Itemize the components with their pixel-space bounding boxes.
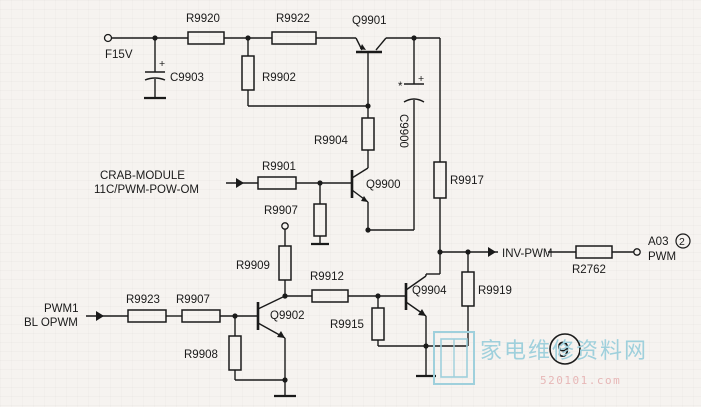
svg-text:+: + — [159, 58, 165, 70]
label-q9902: Q9902 — [270, 310, 305, 322]
watermark-logo-icon — [433, 331, 475, 385]
junction-dot — [282, 377, 288, 383]
label-q9904: Q9904 — [412, 285, 447, 297]
capacitor-c9903: + — [144, 38, 166, 100]
junction-dot — [423, 343, 429, 349]
label-bl-opwm: BL OPWM — [24, 317, 78, 329]
label-r9922: R9922 — [276, 13, 310, 25]
label-r9923: R9923 — [126, 294, 160, 306]
junction-dot — [411, 35, 417, 41]
label-a03: A03 — [648, 236, 668, 248]
resistor-r9904 — [361, 117, 375, 168]
resistor-r9907-vertical — [311, 183, 329, 246]
pwm1-input-wire — [86, 311, 258, 321]
label-r9907: R9907 — [176, 294, 210, 306]
f15v-terminal — [103, 33, 113, 43]
label-r9908: R9908 — [184, 349, 218, 361]
label-r9917: R9917 — [450, 175, 484, 187]
svg-text:+: + — [418, 73, 424, 85]
resistor-r9923 — [127, 309, 167, 323]
top-rail-wires — [112, 37, 441, 274]
label-c9903: C9903 — [170, 72, 204, 84]
label-star: * — [398, 81, 403, 93]
crab-input-wire — [226, 178, 352, 188]
figure-number: 9 — [557, 337, 569, 362]
label-r9909: R9909 — [236, 260, 270, 272]
label-r9904: R9904 — [314, 135, 348, 147]
label-q9900: Q9900 — [366, 179, 401, 191]
transistor-q9900 — [350, 167, 414, 231]
label-pwm: PWM — [648, 251, 676, 263]
label-r9915: R9915 — [330, 319, 364, 331]
resistor-r9915 — [371, 296, 426, 347]
label-c9900: C9900 — [397, 114, 409, 148]
resistor-r9907-horizontal — [181, 309, 221, 323]
label-r9912: R9912 — [310, 271, 344, 283]
resistor-r9920 — [187, 31, 225, 45]
resistor-r9922 — [271, 31, 317, 45]
label-r9919: R9919 — [478, 285, 512, 297]
resistor-r9917 — [433, 161, 447, 199]
label-pwm1: PWM1 — [44, 303, 79, 315]
label-f15v: F15V — [105, 49, 133, 61]
label-inv-pwm: INV-PWM — [502, 248, 552, 260]
label-r2762: R2762 — [572, 264, 606, 276]
label-r9907-top: R9907 — [264, 205, 298, 217]
label-r9902: R9902 — [262, 72, 296, 84]
label-q9901: Q9901 — [352, 15, 387, 27]
junction-dot — [365, 227, 371, 233]
figure-number-badge: 9 — [549, 333, 581, 365]
a03-connector-badge: 2 — [675, 233, 691, 249]
resistor-r9912 — [285, 289, 406, 303]
junction-dot — [365, 103, 371, 109]
label-a03-number: 2 — [679, 236, 685, 248]
resistor-r9908 — [228, 316, 285, 381]
watermark: 家电维修资料网 520101.com — [433, 331, 648, 387]
label-r9901: R9901 — [262, 161, 296, 173]
transistor-q9901 — [355, 37, 387, 118]
label-crab-module: CRAB-MODULE — [100, 170, 185, 182]
resistor-r9902 — [241, 38, 368, 107]
resistor-r9901 — [257, 176, 297, 190]
r9909-branch — [278, 222, 292, 296]
watermark-text: 家电维修资料网 — [480, 339, 648, 364]
capacitor-c9900: + — [403, 73, 425, 103]
watermark-url: 520101.com — [540, 374, 621, 387]
label-r9920: R9920 — [186, 13, 220, 25]
transistor-q9902 — [256, 295, 296, 398]
label-crab-signal: 11C/PWM-POW-OM — [94, 184, 199, 196]
